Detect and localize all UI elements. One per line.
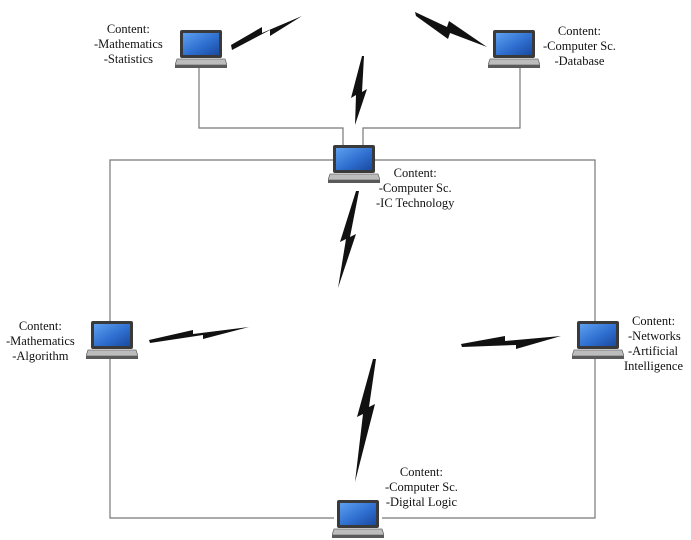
node-label-left: Content: -Mathematics -Algorithm	[6, 319, 75, 364]
ring-left-bottom	[109, 358, 334, 519]
lightning-bolt-icon	[415, 12, 487, 47]
label-line: Intelligence	[624, 359, 683, 373]
label-line: Content:	[393, 166, 437, 180]
lightning-bolt-icon	[338, 191, 359, 288]
laptop-icon-center	[328, 144, 380, 184]
label-line: Content:	[632, 314, 676, 328]
label-line: -Mathematics	[94, 37, 163, 51]
node-label-center: Content: -Computer Sc. -IC Technology	[376, 166, 454, 211]
label-line: -Database	[554, 54, 605, 68]
laptop-icon-right	[572, 320, 624, 360]
link-top-right	[362, 68, 521, 146]
connection-lines	[109, 68, 596, 519]
node-label-bottom: Content: -Computer Sc. -Digital Logic	[385, 465, 458, 510]
lightning-bolt-icon	[351, 56, 367, 125]
label-line: -Computer Sc.	[378, 181, 452, 195]
wireless-links	[149, 12, 561, 482]
lightning-bolt-icon	[149, 327, 249, 343]
label-line: -Artificial	[628, 344, 678, 358]
lightning-bolt-icon	[461, 336, 561, 349]
label-line: -IC Technology	[376, 196, 455, 210]
label-line: Content:	[557, 24, 601, 38]
label-line: Content:	[399, 465, 443, 479]
laptop-icon-top-left	[175, 29, 227, 69]
node-label-top-right: Content: -Computer Sc. -Database	[543, 24, 616, 69]
label-line: -Digital Logic	[385, 495, 458, 509]
node-label-top-left: Content: -Mathematics -Statistics	[94, 22, 163, 67]
laptop-icon-left	[86, 320, 138, 360]
laptop-icon-top-right	[488, 29, 540, 69]
label-line: -Mathematics	[6, 334, 75, 348]
label-line: -Computer Sc.	[385, 480, 458, 494]
link-top-left	[198, 68, 344, 146]
label-line: Content:	[18, 319, 62, 333]
node-label-right: Content: -Networks -Artificial Intellige…	[624, 314, 683, 374]
label-line: -Computer Sc.	[543, 39, 616, 53]
label-line: -Algorithm	[12, 349, 69, 363]
laptop-icon-bottom	[332, 499, 384, 539]
label-line: -Statistics	[103, 52, 154, 66]
label-line: Content:	[106, 22, 150, 36]
lightning-bolt-icon	[355, 359, 376, 482]
ring-right-bottom	[382, 358, 596, 519]
lightning-bolt-icon	[231, 16, 302, 50]
label-line: -Networks	[628, 329, 681, 343]
